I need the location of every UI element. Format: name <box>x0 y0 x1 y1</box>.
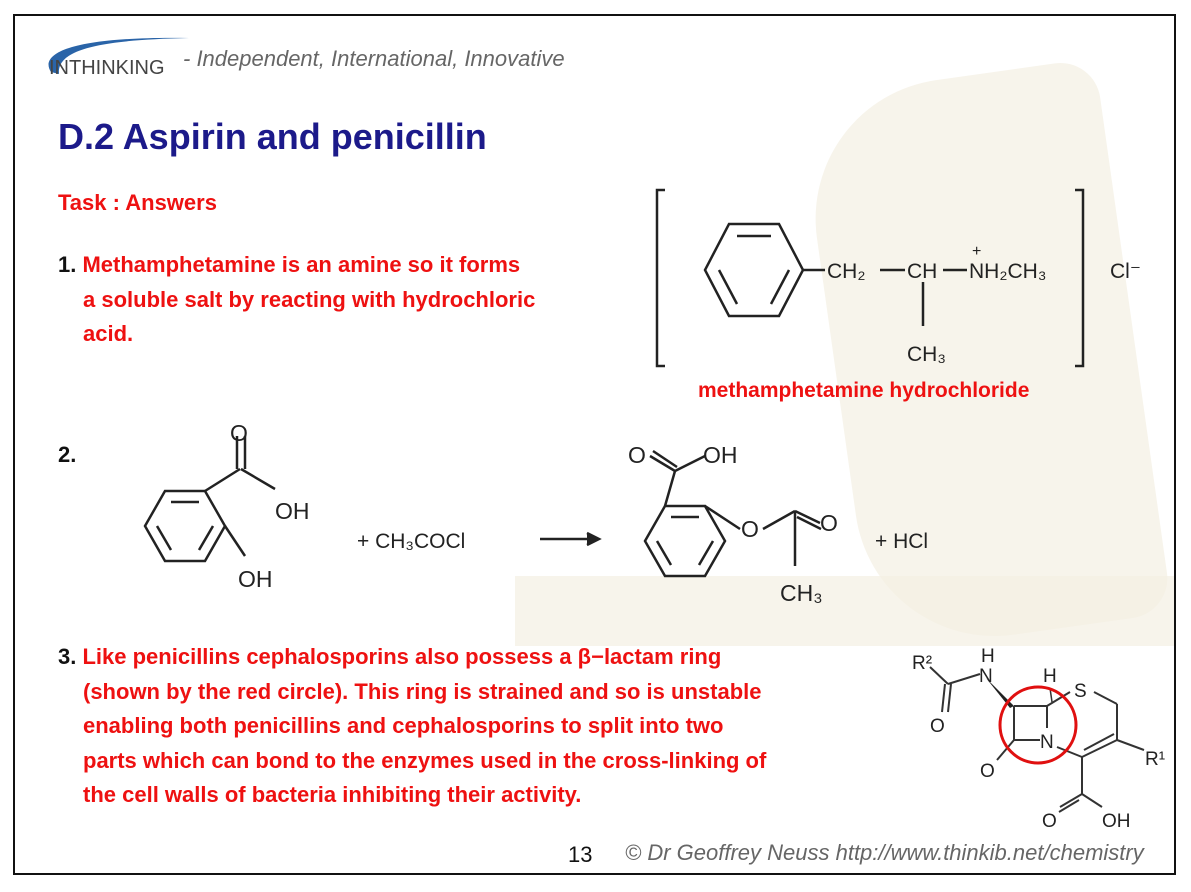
svg-text:S: S <box>1074 681 1087 702</box>
svg-text:O: O <box>230 420 248 446</box>
svg-text:N: N <box>979 666 993 687</box>
tagline: - Independent, International, Innovative <box>183 46 565 71</box>
copyright: © Dr Geoffrey Neuss http://www.thinkib.n… <box>625 840 1144 865</box>
answer-2-number: 2. <box>58 442 77 467</box>
svg-text:OH: OH <box>703 442 738 468</box>
task-subtitle: Task : Answers <box>58 190 217 215</box>
svg-text:OH: OH <box>275 498 310 524</box>
svg-text:Cl⁻: Cl⁻ <box>1110 260 1141 283</box>
answer-1: 1. Methamphetamine is an amine so it for… <box>58 252 536 346</box>
svg-text:+ CH₃COCl: + CH₃COCl <box>357 530 465 553</box>
svg-text:O: O <box>930 716 945 737</box>
page-number: 13 <box>568 842 593 867</box>
svg-text:R¹: R¹ <box>1145 749 1165 770</box>
methamphetamine-caption: methamphetamine hydrochloride <box>698 379 1030 402</box>
svg-text:O: O <box>820 510 838 536</box>
svg-text:OH: OH <box>1102 811 1131 832</box>
svg-text:+: + <box>972 243 981 260</box>
inthinking-logo: INTHINKING <box>48 37 189 79</box>
beta-lactam-circle <box>998 685 1078 765</box>
slide: INTHINKING - Independent, International,… <box>13 14 1176 875</box>
svg-text:CH₃: CH₃ <box>907 343 946 366</box>
svg-text:H: H <box>1043 666 1057 687</box>
svg-text:O: O <box>980 761 995 782</box>
watermark-band <box>515 576 1174 646</box>
svg-text:N: N <box>1040 732 1054 753</box>
svg-text:O: O <box>741 516 759 542</box>
svg-text:INTHINKING: INTHINKING <box>49 57 165 79</box>
svg-text:O: O <box>628 442 646 468</box>
svg-text:CH₃: CH₃ <box>780 580 823 606</box>
svg-text:+ HCl: + HCl <box>875 530 928 553</box>
svg-text:NH₂CH₃: NH₂CH₃ <box>969 260 1046 283</box>
svg-text:O: O <box>1042 811 1057 832</box>
svg-text:H: H <box>981 646 995 667</box>
cephalosporin-structure: R² H N H S N O O R¹ O OH <box>912 646 1165 832</box>
methamphetamine-structure: CH₂ CH NH₂CH₃ + CH₃ Cl⁻ <box>655 188 1141 368</box>
svg-text:CH: CH <box>907 260 937 283</box>
aspirin-synthesis-reaction: O OH OH + CH₃COCl O OH O O CH₃ + HCl <box>143 420 928 606</box>
answer-3: 3. Like penicillins cephalosporins also … <box>58 644 767 807</box>
svg-text:CH₂: CH₂ <box>827 260 865 283</box>
page-title: D.2 Aspirin and penicillin <box>58 116 487 157</box>
svg-text:R²: R² <box>912 653 932 674</box>
svg-text:OH: OH <box>238 566 273 592</box>
